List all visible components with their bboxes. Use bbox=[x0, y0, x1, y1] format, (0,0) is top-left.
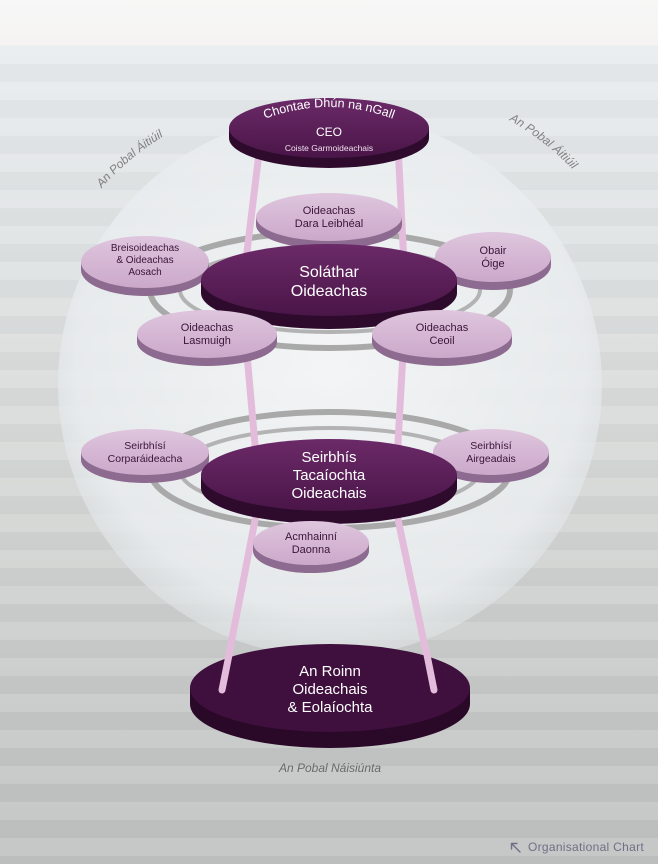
rod-low-left-front bbox=[218, 646, 234, 694]
second-level-line1: Oideachas bbox=[303, 205, 356, 217]
satellite-music-education[interactable]: Oideachas Ceoil bbox=[372, 310, 512, 366]
disc-department-education-science[interactable]: An Roinn Oideachais & Eolaíochta bbox=[190, 644, 470, 748]
satellite-outdoor-education[interactable]: Oideachas Lasmuigh bbox=[137, 310, 277, 366]
outdoor-line1: Oideachas bbox=[181, 322, 234, 334]
outdoor-line2: Lasmuigh bbox=[183, 335, 231, 347]
provision-line1: Soláthar bbox=[299, 264, 359, 281]
hr-line1: Acmhainní bbox=[285, 531, 337, 543]
department-line2: Oideachais bbox=[292, 681, 367, 698]
national-community-label: An Pobal Náisiúnta bbox=[278, 761, 381, 775]
support-line2: Tacaíochta bbox=[293, 467, 366, 484]
satellite-youth-work[interactable]: Obair Óige bbox=[435, 232, 551, 290]
satellite-human-resources[interactable]: Acmhainní Daonna bbox=[253, 521, 369, 573]
finance-line2: Airgeadais bbox=[466, 453, 516, 465]
disc-donegal-ceo[interactable]: Chontae Dhún na nGall CEO Coiste Garmoid… bbox=[229, 96, 429, 168]
disc-education-support-services[interactable]: Seirbhís Tacaíochta Oideachais bbox=[201, 439, 457, 524]
organisational-chart-label: Organisational Chart bbox=[527, 840, 644, 854]
rod-top-left bbox=[241, 141, 264, 272]
corporate-line2: Corparáideacha bbox=[108, 453, 183, 465]
rod-low-right-front bbox=[422, 646, 438, 694]
arrow-up-left-icon bbox=[510, 842, 521, 853]
provision-line2: Oideachas bbox=[291, 283, 368, 300]
support-line3: Oideachais bbox=[291, 485, 366, 502]
satellite-second-level[interactable]: Oideachas Dara Leibhéal bbox=[256, 193, 402, 249]
further-ed-line2: & Oideachas bbox=[116, 255, 173, 266]
satellite-further-education[interactable]: Breisoideachas & Oideachas Aosach bbox=[81, 236, 209, 296]
further-ed-line3: Aosach bbox=[128, 267, 161, 278]
hr-line2: Daonna bbox=[292, 544, 331, 556]
disc-donegal-ceo-label: CEO bbox=[316, 125, 342, 139]
department-line1: An Roinn bbox=[299, 663, 361, 680]
second-level-line2: Dara Leibhéal bbox=[295, 218, 364, 230]
corporate-line1: Seirbhísí bbox=[124, 440, 166, 452]
disc-donegal-committee: Coiste Garmoideachais bbox=[285, 143, 373, 153]
department-line3: & Eolaíochta bbox=[287, 699, 373, 716]
youth-work-line2: Óige bbox=[481, 257, 504, 270]
support-line1: Seirbhís bbox=[301, 449, 356, 466]
youth-work-line1: Obair bbox=[480, 245, 507, 257]
satellite-finance-services[interactable]: Seirbhísí Airgeadais bbox=[433, 429, 549, 483]
local-community-label-right: An Pobal Áitiúil bbox=[507, 110, 581, 172]
satellite-corporate-services[interactable]: Seirbhísí Corparáideacha bbox=[81, 429, 209, 483]
further-ed-line1: Breisoideachas bbox=[111, 243, 179, 254]
music-line2: Ceoil bbox=[429, 335, 454, 347]
disc-education-provision[interactable]: Soláthar Oideachas bbox=[201, 244, 457, 329]
finance-line1: Seirbhísí bbox=[470, 440, 512, 452]
organisational-chart-link[interactable]: Organisational Chart bbox=[509, 840, 644, 854]
music-line1: Oideachas bbox=[416, 322, 469, 334]
